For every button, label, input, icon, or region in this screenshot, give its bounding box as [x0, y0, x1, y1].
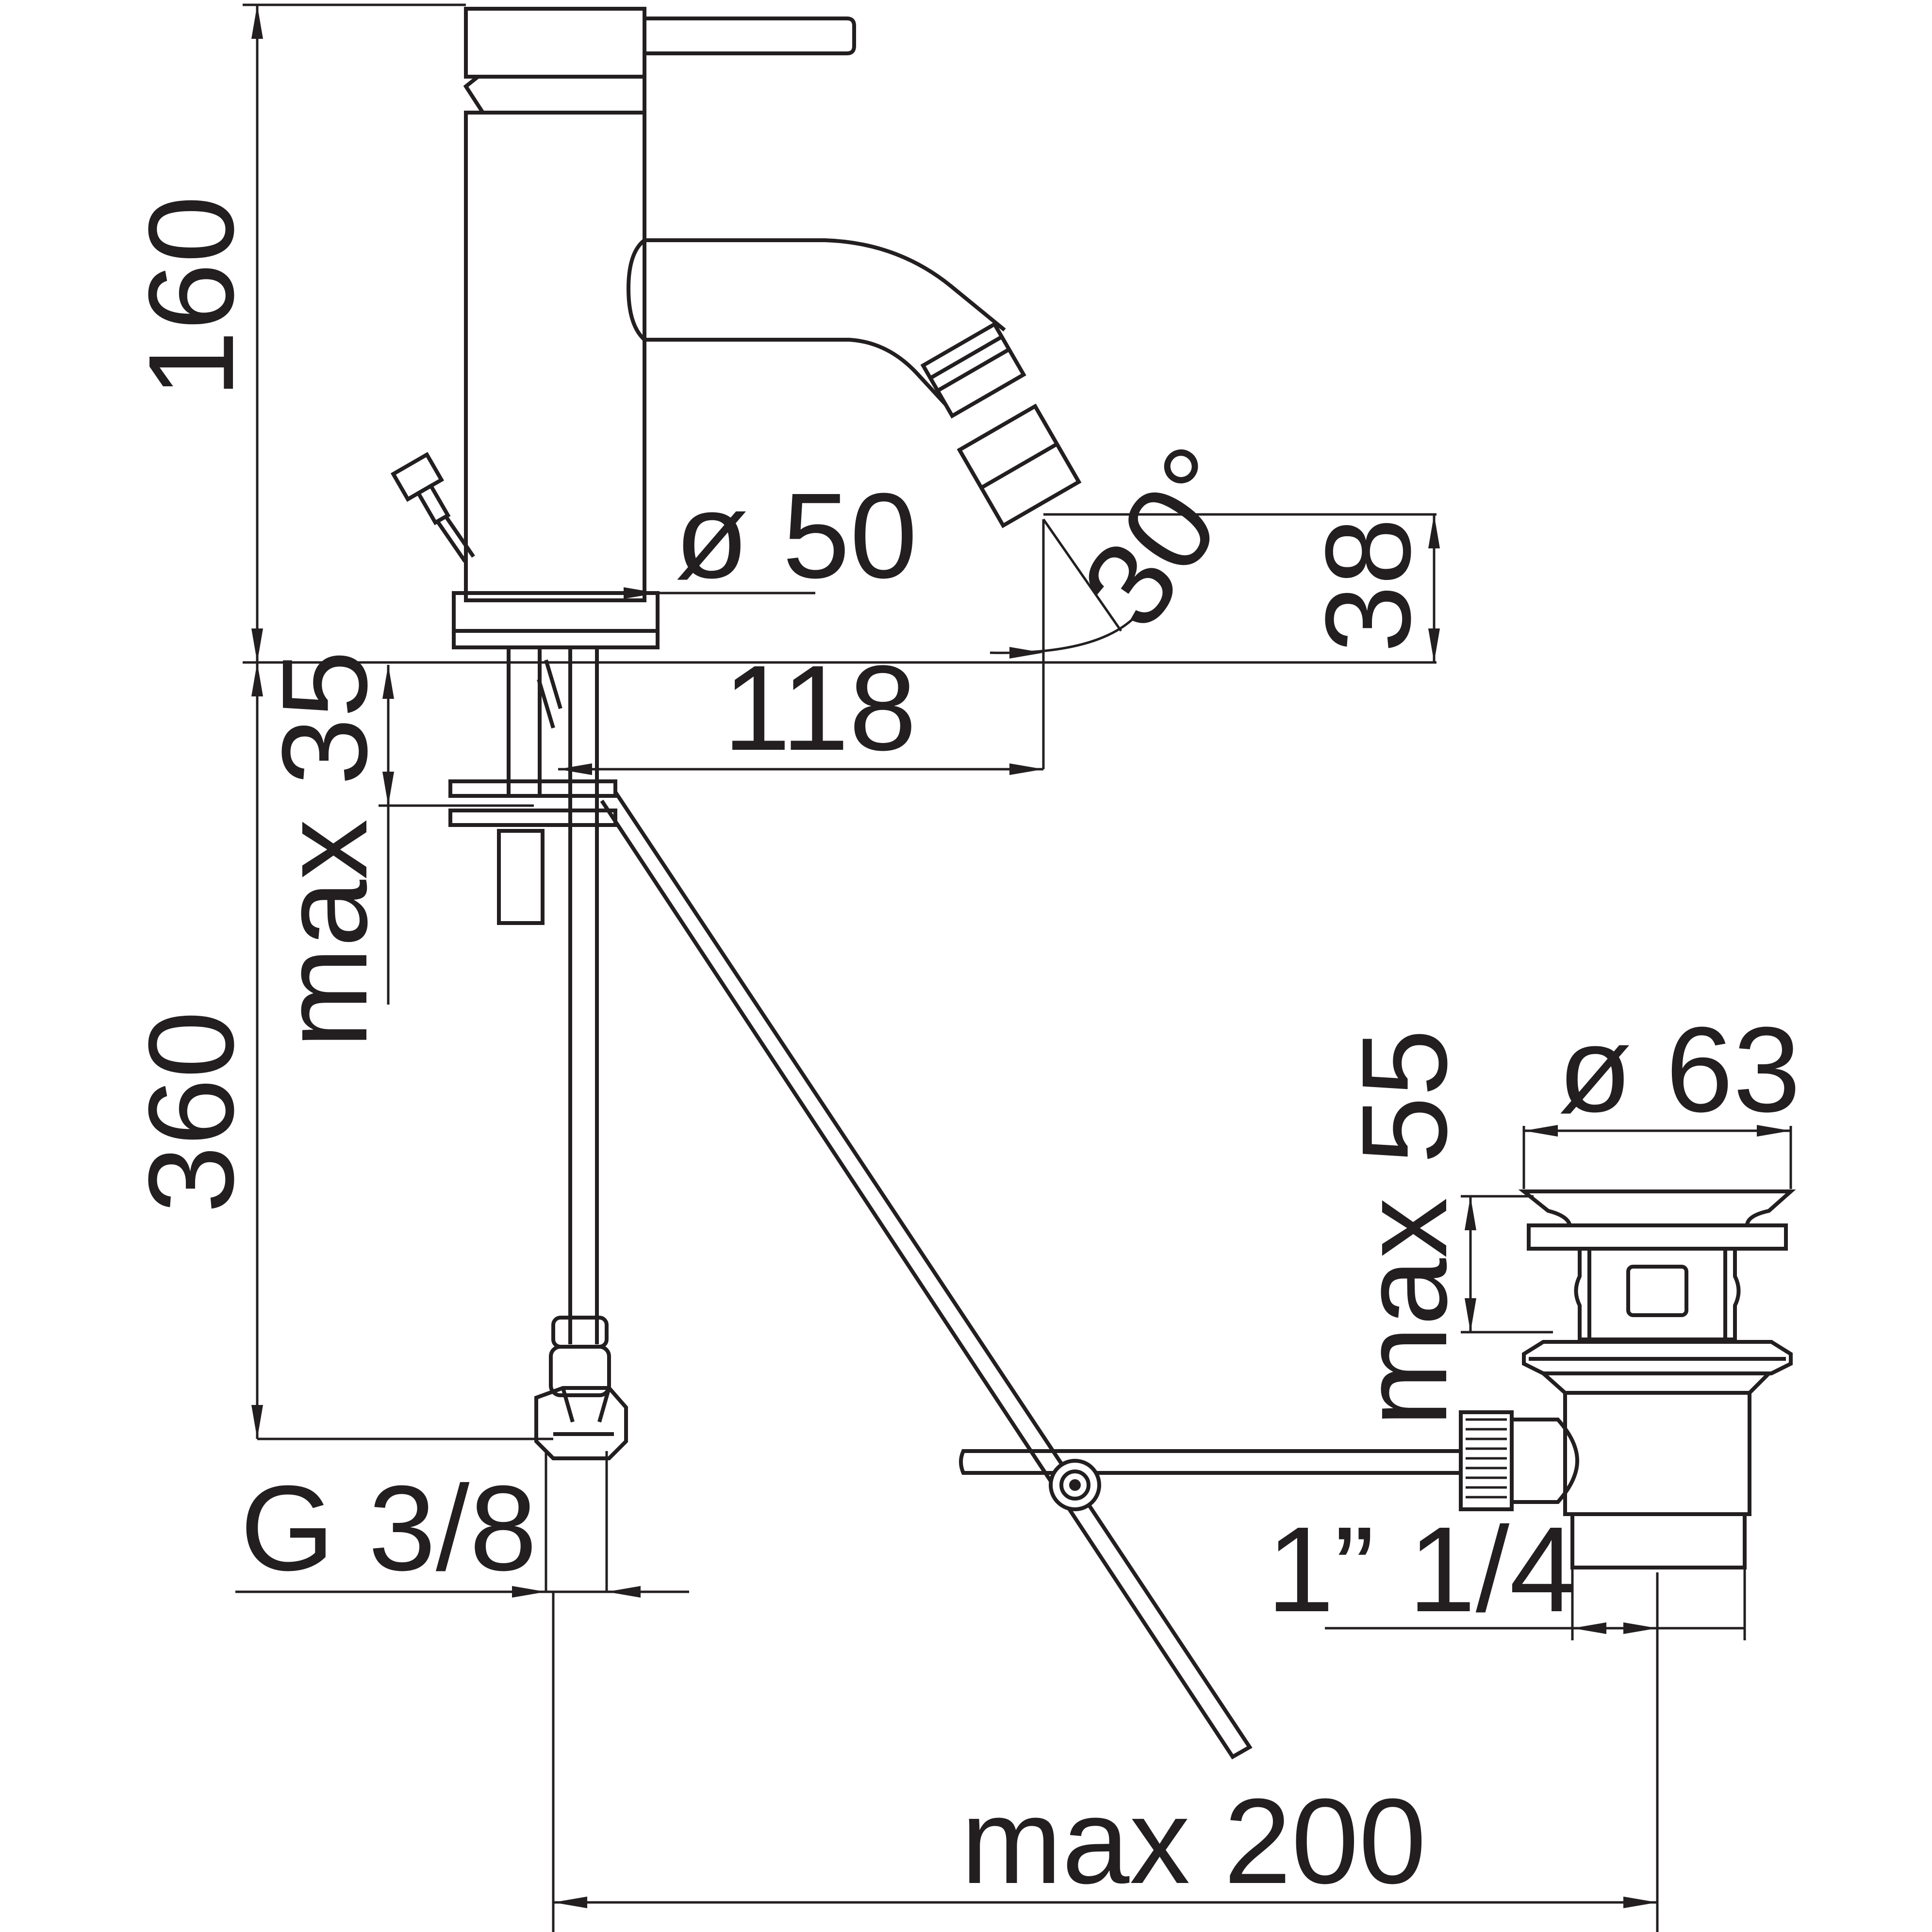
spout-root: [626, 238, 646, 341]
washer-top: [448, 779, 617, 798]
dim-max-55: max 55: [1337, 1029, 1472, 1427]
washer-bottom: [448, 809, 617, 827]
horizontal-rod: [959, 1449, 1463, 1475]
fixing-nut: [497, 829, 545, 925]
dim-angle-30: 30°: [1056, 423, 1271, 651]
inlet-connector: [534, 1316, 628, 1460]
waste-assembly: [1518, 1189, 1796, 1569]
dim-diameter-50: ø 50: [675, 468, 917, 603]
dimension-lines: [235, 3, 1792, 1932]
plug-cap: [1518, 1189, 1796, 1227]
dim-reach-118: 118: [723, 640, 917, 776]
pull-rod: [600, 791, 1253, 1760]
spout-bottom-edge: [644, 338, 948, 407]
handle-cap: [464, 7, 646, 79]
plug-body: [1574, 1249, 1741, 1341]
pivot-housing: [1512, 1418, 1580, 1504]
dim-length-360: 360: [123, 1011, 259, 1213]
dimension-arrows: [251, 5, 1791, 1908]
dim-max-200: max 200: [961, 1773, 1426, 1909]
handle-lever: [644, 17, 856, 55]
under-deck-assembly: [448, 647, 628, 1460]
dim-height-160: 160: [123, 196, 259, 398]
plug-disc: [1527, 1223, 1788, 1251]
spout-ring: [920, 321, 1026, 419]
dim-height-38: 38: [1300, 518, 1436, 653]
spout: [626, 238, 1082, 528]
popup-knob: [390, 452, 475, 563]
waste-tail: [1570, 1512, 1747, 1569]
dim-diameter-63: ø 63: [1558, 1002, 1800, 1137]
plug-window: [1626, 1265, 1688, 1317]
popup-rod: [600, 791, 1580, 1760]
handle-wedge: [463, 75, 646, 115]
dim-thread-g38: G 3/8: [240, 1460, 537, 1596]
spout-aerator: [957, 403, 1082, 528]
tail-thread: [537, 659, 562, 729]
dim-thread-114: 1” 1/4: [1267, 1502, 1577, 1637]
spout-top-edge: [644, 238, 1006, 332]
dim-max-35: max 35: [257, 650, 392, 1048]
body-cylinder: [464, 111, 646, 602]
pivot-nut: [1459, 1410, 1514, 1511]
